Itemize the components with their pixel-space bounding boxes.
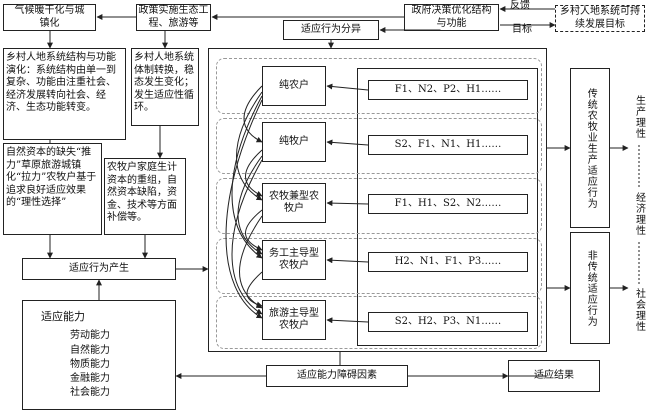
nontraditional-behavior-text: 非传统适应行为 [585, 249, 597, 327]
capital-combo-box: F1、H1、S2、N2…… [368, 194, 528, 214]
capital-combo-box: S2、F1、N1、H1…… [368, 135, 528, 155]
structure-evolution-box: 乡村人地系统结构与功能演化：系统结构由单一到复杂、功能由注重社会、经济发展转向社… [3, 48, 126, 140]
traditional-behavior-box: 传统农牧业生产适应行为 [570, 68, 610, 228]
ability-item: 自然能力 [70, 345, 110, 356]
obstacle-text: 适应能力障碍因素 [297, 369, 377, 381]
result-text: 适应结果 [534, 369, 574, 381]
climate-urbanization-text: 气候暖干化与城镇化 [14, 5, 85, 29]
nontraditional-behavior-box: 非传统适应行为 [570, 232, 610, 344]
household-type-box: 农牧兼型农牧户 [262, 183, 326, 223]
structure-evolution-text: 乡村人地系统结构与功能演化：系统结构由单一到复杂、功能由注重社会、经济发展转向社… [6, 52, 116, 113]
behavior-generation-box: 适应行为产生 [22, 258, 176, 280]
result-box: 适应结果 [508, 360, 600, 392]
capital-combo-text: F1、H1、S2、N2…… [394, 197, 502, 209]
social-rationality-label: 社会理性 [633, 288, 645, 332]
capital-restructure-box: 农牧户家庭生计资本的重组，自然资本缺陷，资金、技术等方面补偿等。 [104, 158, 186, 235]
capital-combo-text: F1、N2、P2、H1…… [394, 83, 502, 95]
behavior-division-text: 适应行为分异 [301, 23, 361, 35]
obstacle-box: 适应能力障碍因素 [266, 365, 408, 387]
capital-restructure-text: 农牧户家庭生计资本的重组，自然资本缺陷，资金、技术等方面补偿等。 [107, 162, 177, 223]
traditional-behavior-text: 传统农牧业生产适应行为 [585, 87, 597, 209]
capital-combo-box: S2、H2、P3、N1…… [368, 312, 528, 332]
behavior-division-box: 适应行为分异 [283, 20, 379, 40]
dashed-row [216, 58, 542, 114]
economic-rationality-label: 经济理性 [633, 192, 645, 236]
production-rationality-label: 生产理性 [633, 95, 645, 139]
climate-urbanization-box: 气候暖干化与城镇化 [3, 4, 96, 31]
regime-change-box: 乡村人地系统体制转换，稳态发生变化；发生适应性循环。 [131, 48, 199, 126]
ability-item: 劳动能力 [70, 330, 110, 341]
household-type-box: 纯农户 [262, 66, 326, 106]
government-decision-text: 政府决策优化结构与功能 [411, 5, 492, 29]
ability-item: 社会能力 [70, 387, 110, 398]
household-type-box: 纯牧户 [262, 122, 326, 162]
dashed-row [216, 296, 542, 349]
goal-label: 目标 [512, 24, 532, 35]
household-type-box: 旅游主导型农牧户 [262, 300, 326, 340]
dashed-row [216, 118, 542, 174]
adaptive-ability-title: 适应能力 [41, 310, 85, 323]
household-type-name: 农牧兼型农牧户 [269, 190, 319, 215]
capital-combo-text: S2、F1、N1、H1…… [394, 138, 502, 150]
household-type-box: 务工主导型农牧户 [262, 240, 326, 280]
push-pull-box: 自然资本的缺失“推力”草原旅游城镇化“拉力”农牧户基于追求良好适应效果的“理性选… [3, 143, 102, 235]
ability-item: 物质能力 [70, 359, 110, 370]
regime-change-text: 乡村人地系统体制转换，稳态发生变化；发生适应性循环。 [134, 52, 194, 113]
dashed-row [216, 238, 542, 294]
household-type-name: 旅游主导型农牧户 [269, 307, 319, 332]
capital-combo-text: S2、H2、P3、N1…… [394, 315, 502, 327]
sustainable-goal-text: 乡村人地系统可持续发展目标 [560, 6, 640, 30]
household-type-name: 纯牧户 [279, 135, 309, 147]
sustainable-goal-box: 乡村人地系统可持续发展目标 [555, 5, 645, 32]
household-type-name: 务工主导型农牧户 [269, 247, 319, 272]
capital-combo-box: F1、N2、P2、H1…… [368, 80, 528, 100]
government-decision-box: 政府决策优化结构与功能 [404, 4, 499, 31]
capital-combo-text: H2、N1、F1、P3…… [394, 255, 502, 267]
adaptive-ability-box: 适应能力 劳动能力 自然能力 物质能力 金融能力 社会能力 [22, 300, 176, 410]
dashed-row [216, 178, 542, 234]
feedback-label: 反馈 [510, 0, 530, 11]
policy-box: 政策实施生态工程、旅游等 [136, 4, 211, 31]
policy-text: 政策实施生态工程、旅游等 [138, 5, 209, 29]
push-pull-text: 自然资本的缺失“推力”草原旅游城镇化“拉力”农牧户基于追求良好适应效果的“理性选… [6, 147, 97, 208]
behavior-generation-text: 适应行为产生 [69, 262, 129, 274]
household-type-name: 纯农户 [279, 79, 309, 91]
ability-item: 金融能力 [70, 373, 110, 384]
capital-combo-box: H2、N1、F1、P3…… [368, 252, 528, 272]
